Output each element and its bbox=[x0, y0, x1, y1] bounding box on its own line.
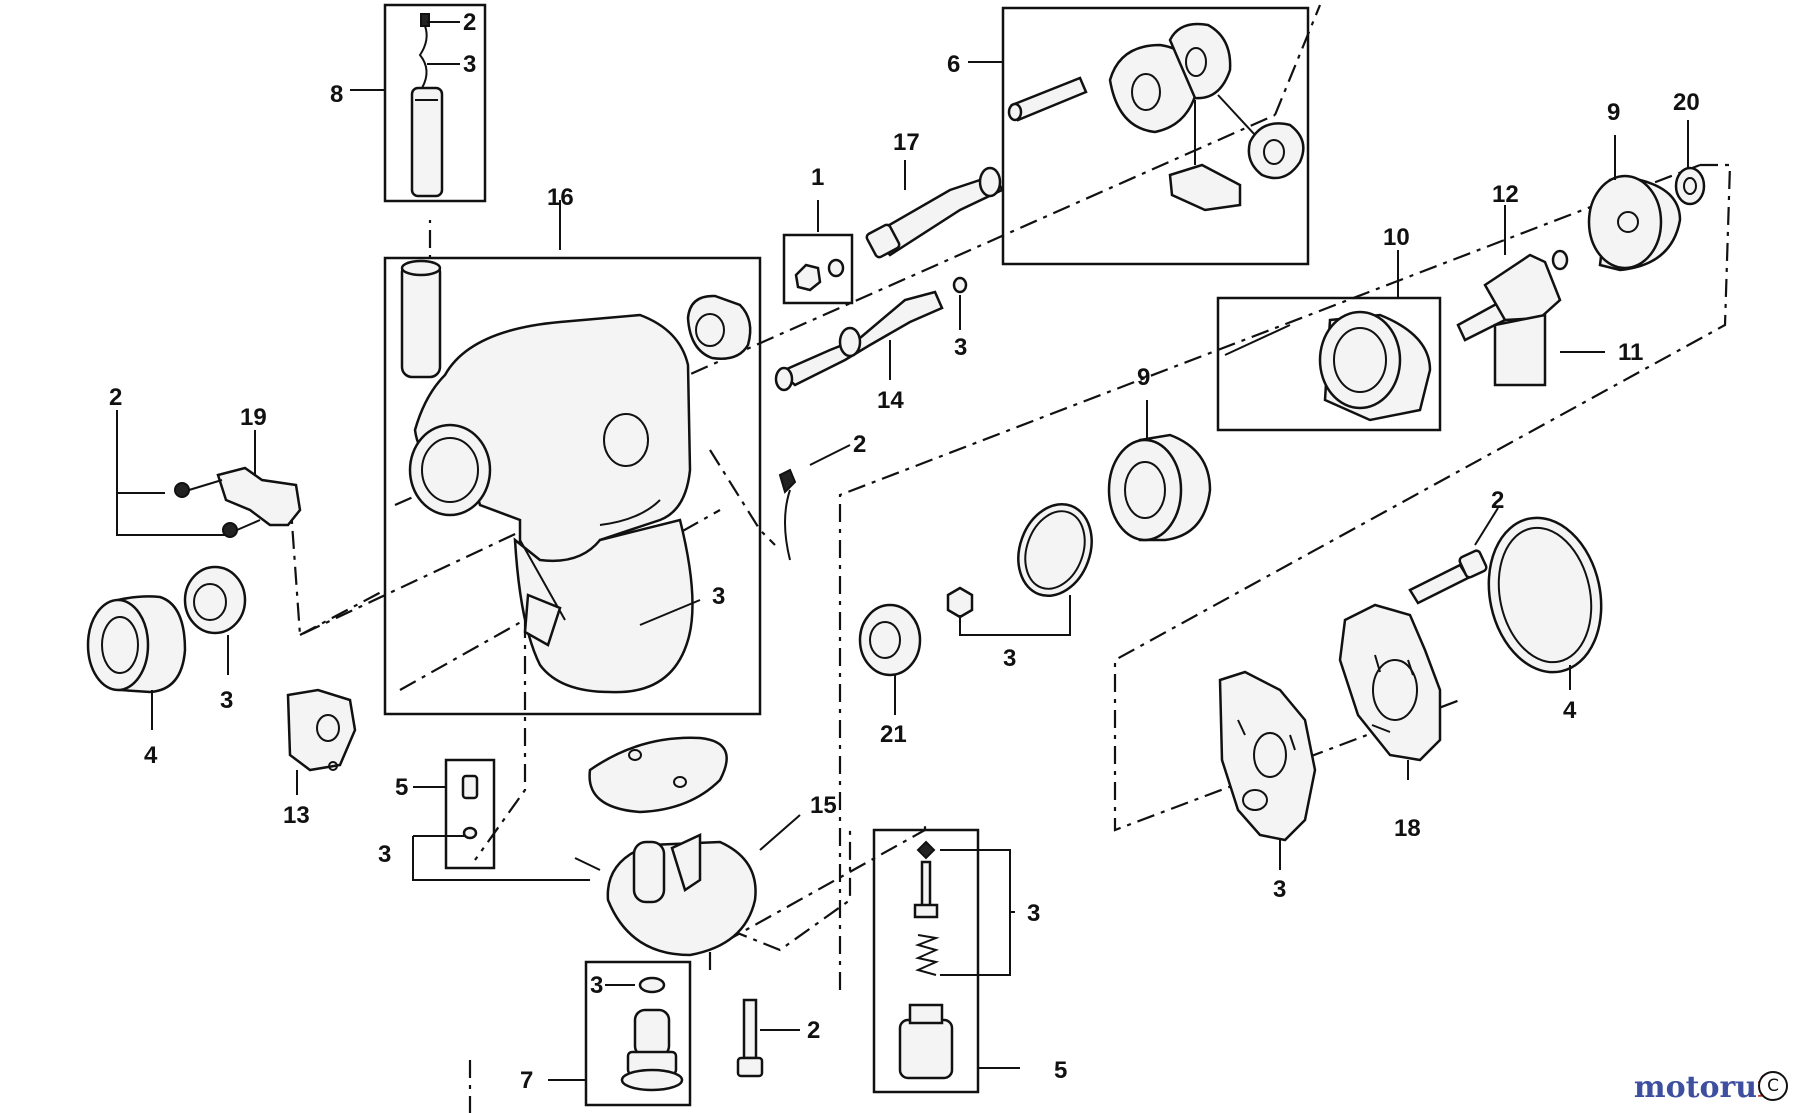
part-20-bearing bbox=[1674, 166, 1706, 206]
callout-4-left: 4 bbox=[144, 742, 158, 769]
left-seal-ring bbox=[183, 565, 247, 635]
copyright-icon: C bbox=[1758, 1071, 1788, 1101]
part-17-shaft bbox=[865, 166, 1004, 259]
part-2-small-screw bbox=[778, 468, 797, 561]
part-7-inlet bbox=[620, 976, 684, 1092]
part-10-cylinder bbox=[1224, 310, 1432, 422]
callout-9-lower: 9 bbox=[1137, 364, 1150, 391]
callout-11: 11 bbox=[1618, 339, 1643, 366]
callout-13: 13 bbox=[283, 802, 310, 829]
part-15-end-plate bbox=[574, 833, 757, 957]
ring-nut bbox=[946, 586, 974, 619]
callouts: 2 3 8 16 6 17 1 14 3 9 20 12 10 11 9 2 2… bbox=[109, 9, 1700, 1094]
callout-5-right: 5 bbox=[1054, 1057, 1067, 1084]
callout-7: 7 bbox=[520, 1067, 533, 1094]
part-9-upper-plate bbox=[1587, 174, 1682, 272]
callout-6: 6 bbox=[947, 51, 960, 78]
part-16-housing bbox=[400, 259, 694, 694]
callout-3-valve: 3 bbox=[1027, 900, 1040, 927]
callout-18: 18 bbox=[1394, 815, 1421, 842]
part-13-latch bbox=[286, 688, 357, 772]
callout-2-left: 2 bbox=[109, 384, 122, 411]
callout-1: 1 bbox=[811, 164, 824, 191]
callout-3-inlet: 3 bbox=[590, 972, 603, 999]
part-12-rotor bbox=[1456, 249, 1569, 342]
group-boxes bbox=[383, 3, 1442, 1107]
o-ring bbox=[1017, 502, 1093, 598]
part-8-pin-assembly bbox=[410, 13, 444, 198]
part-2-bolt-right bbox=[1408, 549, 1488, 605]
callout-17: 17 bbox=[893, 129, 920, 156]
part-2-long-screw bbox=[736, 998, 764, 1078]
callout-2-top: 2 bbox=[853, 431, 866, 458]
part-18-rear-plate bbox=[1338, 603, 1442, 762]
callout-16: 16 bbox=[547, 184, 574, 211]
callout-19: 19 bbox=[240, 404, 267, 431]
callout-15: 15 bbox=[810, 792, 837, 819]
callout-2-bolt: 2 bbox=[1491, 487, 1504, 514]
part-21-seal bbox=[858, 603, 922, 677]
callout-9-upper: 9 bbox=[1607, 99, 1620, 126]
part-19-bracket bbox=[174, 466, 302, 538]
callout-21: 21 bbox=[880, 721, 907, 748]
part-11-blades bbox=[1493, 313, 1547, 387]
left-boot-part-4 bbox=[86, 595, 187, 694]
part-6-hammer-cage bbox=[1007, 22, 1305, 212]
callout-3-seal: 3 bbox=[220, 687, 233, 714]
callout-14: 14 bbox=[877, 387, 904, 414]
part-5-left-pin bbox=[461, 774, 479, 840]
callout-12: 12 bbox=[1492, 181, 1519, 208]
callout-10: 10 bbox=[1383, 224, 1410, 251]
callout-2-screw: 2 bbox=[807, 1017, 820, 1044]
leader-lines bbox=[116, 21, 1689, 1081]
callout-14-3: 3 bbox=[954, 334, 967, 361]
gasket bbox=[588, 736, 728, 814]
part-5-right-valve bbox=[898, 840, 954, 1080]
part-9-bearing bbox=[1107, 433, 1212, 542]
callout-8-3: 3 bbox=[463, 51, 476, 78]
callout-8: 8 bbox=[330, 81, 343, 108]
callout-5-left: 5 bbox=[395, 774, 408, 801]
part-3-gasket-plate bbox=[1218, 670, 1317, 842]
callout-3-body: 3 bbox=[712, 583, 725, 610]
callout-20: 20 bbox=[1673, 89, 1700, 116]
front-bushing bbox=[686, 294, 752, 360]
part-4-right-ring bbox=[1487, 516, 1603, 674]
part-14-valve bbox=[774, 276, 968, 392]
part-1-nut-washer bbox=[794, 258, 845, 292]
callout-3-plate: 3 bbox=[1273, 876, 1286, 903]
callout-3-left: 3 bbox=[378, 841, 391, 868]
callout-3-ring: 3 bbox=[1003, 645, 1016, 672]
watermark-logo: motoruf bbox=[1633, 1070, 1770, 1105]
callout-8-2: 2 bbox=[463, 9, 476, 36]
callout-4-right: 4 bbox=[1563, 697, 1577, 724]
